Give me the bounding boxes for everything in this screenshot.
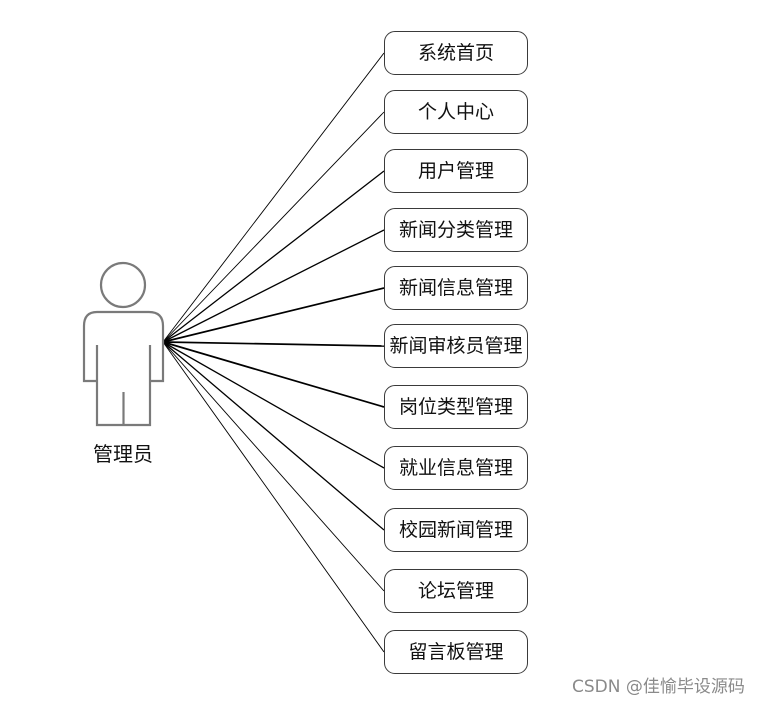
- use-case-label: 留言板管理: [408, 641, 504, 663]
- use-case-5: 新闻信息管理: [384, 266, 528, 310]
- use-case-label: 岗位类型管理: [398, 396, 513, 418]
- use-case-label: 校园新闻管理: [398, 519, 513, 541]
- association-line-7: [162, 341, 385, 408]
- association-line-2: [162, 111, 385, 343]
- association-line-9: [162, 341, 385, 531]
- use-case-11: 留言板管理: [384, 630, 528, 674]
- association-line-6: [162, 341, 385, 347]
- use-case-label: 新闻审核员管理: [389, 334, 523, 357]
- use-case-label: 新闻信息管理: [398, 277, 513, 299]
- use-case-label: 新闻分类管理: [398, 219, 513, 241]
- use-case-label: 系统首页: [417, 42, 494, 64]
- association-line-3: [162, 170, 385, 343]
- association-line-11: [162, 341, 385, 653]
- person-icon: [99, 261, 147, 309]
- use-case-2: 个人中心: [384, 90, 528, 134]
- actor-body-outline: [82, 310, 165, 427]
- use-case-6: 新闻审核员管理: [384, 324, 528, 368]
- association-line-10: [162, 341, 385, 592]
- association-line-8: [162, 341, 385, 469]
- use-case-label: 就业信息管理: [398, 457, 513, 479]
- use-case-3: 用户管理: [384, 149, 528, 193]
- use-case-10: 论坛管理: [384, 569, 528, 613]
- use-case-label: 用户管理: [417, 160, 494, 182]
- use-case-1: 系统首页: [384, 31, 528, 75]
- association-line-4: [162, 229, 385, 343]
- use-case-7: 岗位类型管理: [384, 385, 528, 429]
- use-case-4: 新闻分类管理: [384, 208, 528, 252]
- watermark: CSDN @佳愉毕设源码: [572, 677, 745, 697]
- use-case-9: 校园新闻管理: [384, 508, 528, 552]
- use-case-8: 就业信息管理: [384, 446, 528, 490]
- association-line-5: [162, 287, 385, 343]
- actor-label: 管理员: [93, 442, 153, 466]
- association-line-1: [162, 52, 385, 343]
- association-lines: [162, 52, 385, 653]
- actor-figure: [82, 261, 165, 427]
- use-case-label: 论坛管理: [417, 580, 494, 602]
- use-case-label: 个人中心: [417, 101, 494, 123]
